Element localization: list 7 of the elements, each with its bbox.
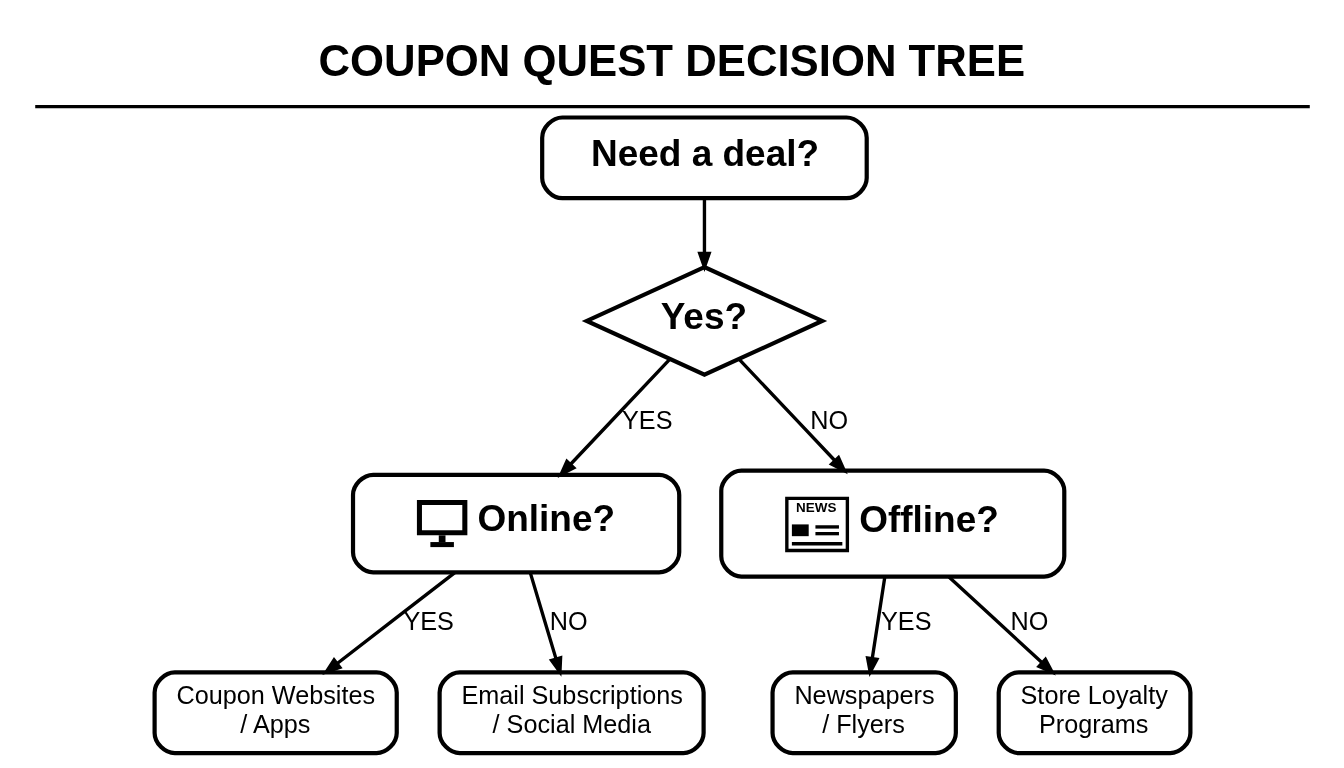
- diagram-title: COUPON QUEST DECISION TREE: [318, 35, 1025, 85]
- edge-label: YES: [621, 405, 673, 434]
- edge-label: YES: [402, 607, 454, 636]
- edge-label: YES: [880, 607, 931, 636]
- edge-label: NO: [1009, 607, 1048, 636]
- edge-label: NO: [549, 607, 588, 636]
- edge-label: NO: [809, 405, 848, 434]
